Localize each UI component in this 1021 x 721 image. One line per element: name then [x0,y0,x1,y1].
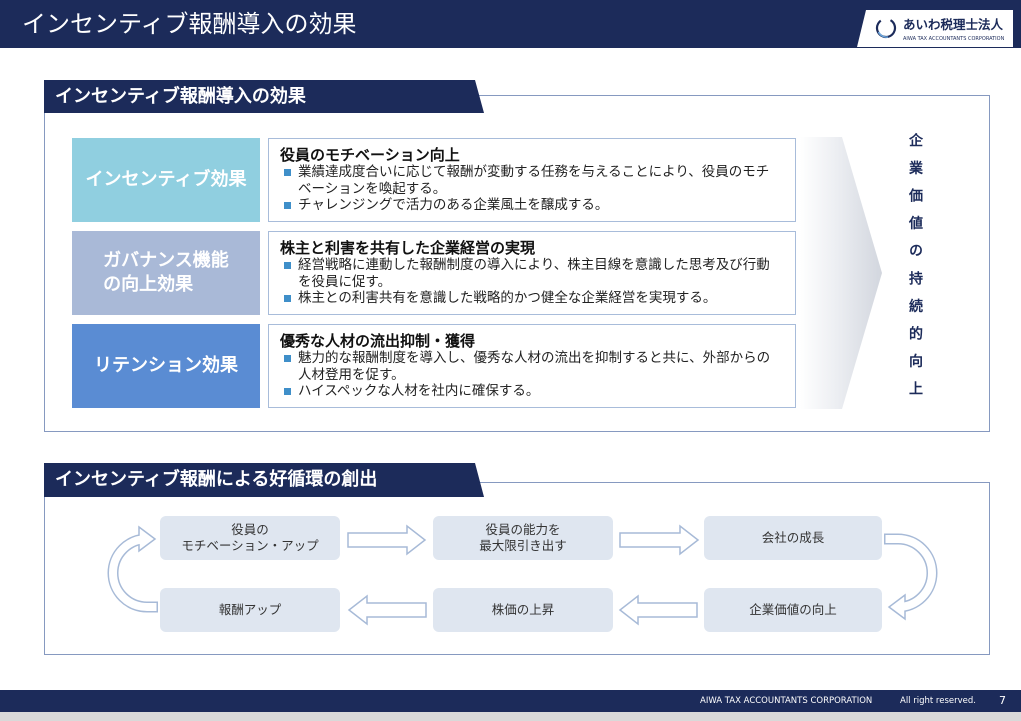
bullet-text: ハイスペックな人材を社内に確保する。 [298,383,540,399]
bullet-text: 業績達成度合いに応じて報酬が変動する任務を与えることにより、役員のモチベーション… [298,164,770,197]
cycle-step-text: 株価の上昇 [492,602,555,618]
cycle-step-line: 役員の能力を [485,522,561,537]
row-heading: 優秀な人材の流出抑制・獲得 [280,332,476,350]
square-bullet-icon [284,354,291,362]
bullet-item: チャレンジングで活力のある企業風土を醸成する。 [280,197,777,214]
row-label-line: ガバナンス機能 [103,250,229,271]
outcome-chevron-arrow-icon [800,137,882,409]
cycle-step-line: 株価の上昇 [491,602,555,617]
cycle-step-line: 会社の成長 [761,530,825,545]
cycle-step-share-price-up: 株価の上昇 [433,588,613,632]
row-detail-governance: 株主と利害を共有した企業経営の実現 経営戦略に連動した報酬制度の導入により、株主… [268,231,796,315]
bullet-item: 業績達成度合いに応じて報酬が変動する任務を与えることにより、役員のモチベーション… [280,164,777,197]
cycle-step-text: 役員の能力を 最大限引き出す [479,522,567,554]
company-logo: あいわ税理士法人 AIWA TAX ACCOUNTANTS CORPORATIO… [857,10,1013,47]
effects-section-title: インセンティブ報酬導入の効果 [44,80,484,113]
cycle-step-corporate-value-up: 企業価値の向上 [704,588,882,632]
footer-copyright: All right reserved. [900,696,976,706]
aiwa-ring-logo-icon [875,17,897,39]
bullet-item: 魅力的な報酬制度を導入し、優秀な人材の流出を抑制すると共に、外部からの人材登用を… [280,350,777,383]
cycle-section-title: インセンティブ報酬による好循環の創出 [44,463,484,497]
bullet-text: 魅力的な報酬制度を導入し、優秀な人材の流出を抑制すると共に、外部からの人材登用を… [298,350,771,383]
cycle-step-text: 報酬アップ [219,602,282,618]
slide-title: インセンティブ報酬導入の効果 [22,10,357,38]
row-label-text: リテンション効果 [94,354,238,378]
cycle-step-compensation-up: 報酬アップ [160,588,340,632]
logo-name: あいわ税理士法人 [903,17,1004,32]
outcome-vertical-text: 企業価値の持続的向上 [907,133,923,409]
square-bullet-icon [284,201,291,209]
footer-company: AIWA TAX ACCOUNTANTS CORPORATION [700,696,873,706]
square-bullet-icon [284,168,291,176]
row-heading: 役員のモチベーション向上 [280,146,460,164]
cycle-step-text: 役員の モチベーション・アップ [181,522,318,554]
logo-subtitle: AIWA TAX ACCOUNTANTS CORPORATION [903,36,1005,42]
row-label-line: の向上効果 [103,274,194,295]
cycle-step-line: 役員の [231,522,269,537]
row-label-text: インセンティブ効果 [86,168,247,192]
bullet-item: ハイスペックな人材を社内に確保する。 [280,383,777,400]
square-bullet-icon [284,294,291,302]
cycle-step-line: 最大限引き出す [479,538,567,553]
row-label-incentive: インセンティブ効果 [72,138,260,222]
cycle-step-text: 企業価値の向上 [749,602,837,618]
cycle-step-company-growth: 会社の成長 [704,516,882,560]
cycle-step-motivation-up: 役員の モチベーション・アップ [160,516,340,560]
bottom-strip [0,712,1021,721]
row-heading: 株主と利害を共有した企業経営の実現 [280,239,536,257]
cycle-step-line: 企業価値の向上 [749,602,837,617]
cycle-step-text: 会社の成長 [762,530,825,546]
bullet-text: 経営戦略に連動した報酬制度の導入により、株主目線を意識した思考及び行動を役員に促… [298,257,770,290]
row-label-line: インセンティブ効果 [85,169,247,190]
bullet-text: 株主との利害共有を意識した戦略的かつ健全な企業経営を実現する。 [298,290,717,306]
row-detail-incentive: 役員のモチベーション向上 業績達成度合いに応じて報酬が変動する任務を与えることに… [268,138,796,222]
square-bullet-icon [284,261,291,269]
row-detail-retention: 優秀な人材の流出抑制・獲得 魅力的な報酬制度を導入し、優秀な人材の流出を抑制する… [268,324,796,408]
page-number: 7 [999,694,1006,707]
bullet-item: 経営戦略に連動した報酬制度の導入により、株主目線を意識した思考及び行動を役員に促… [280,257,777,290]
slide-header: インセンティブ報酬導入の効果 あいわ税理士法人 AIWA TAX ACCOUNT… [0,0,1021,48]
square-bullet-icon [284,387,291,395]
cycle-step-line: 報酬アップ [218,602,282,617]
bullet-item: 株主との利害共有を意識した戦略的かつ健全な企業経営を実現する。 [280,290,777,307]
bullet-text: チャレンジングで活力のある企業風土を醸成する。 [298,197,609,213]
row-label-line: リテンション効果 [94,355,238,376]
row-label-governance: ガバナンス機能 の向上効果 [72,231,260,315]
row-label-retention: リテンション効果 [72,324,260,408]
row-label-text: ガバナンス機能 の向上効果 [103,249,229,297]
slide-footer: AIWA TAX ACCOUNTANTS CORPORATION All rig… [0,690,1021,712]
cycle-step-maximize-ability: 役員の能力を 最大限引き出す [433,516,613,560]
cycle-step-line: モチベーション・アップ [181,538,319,553]
